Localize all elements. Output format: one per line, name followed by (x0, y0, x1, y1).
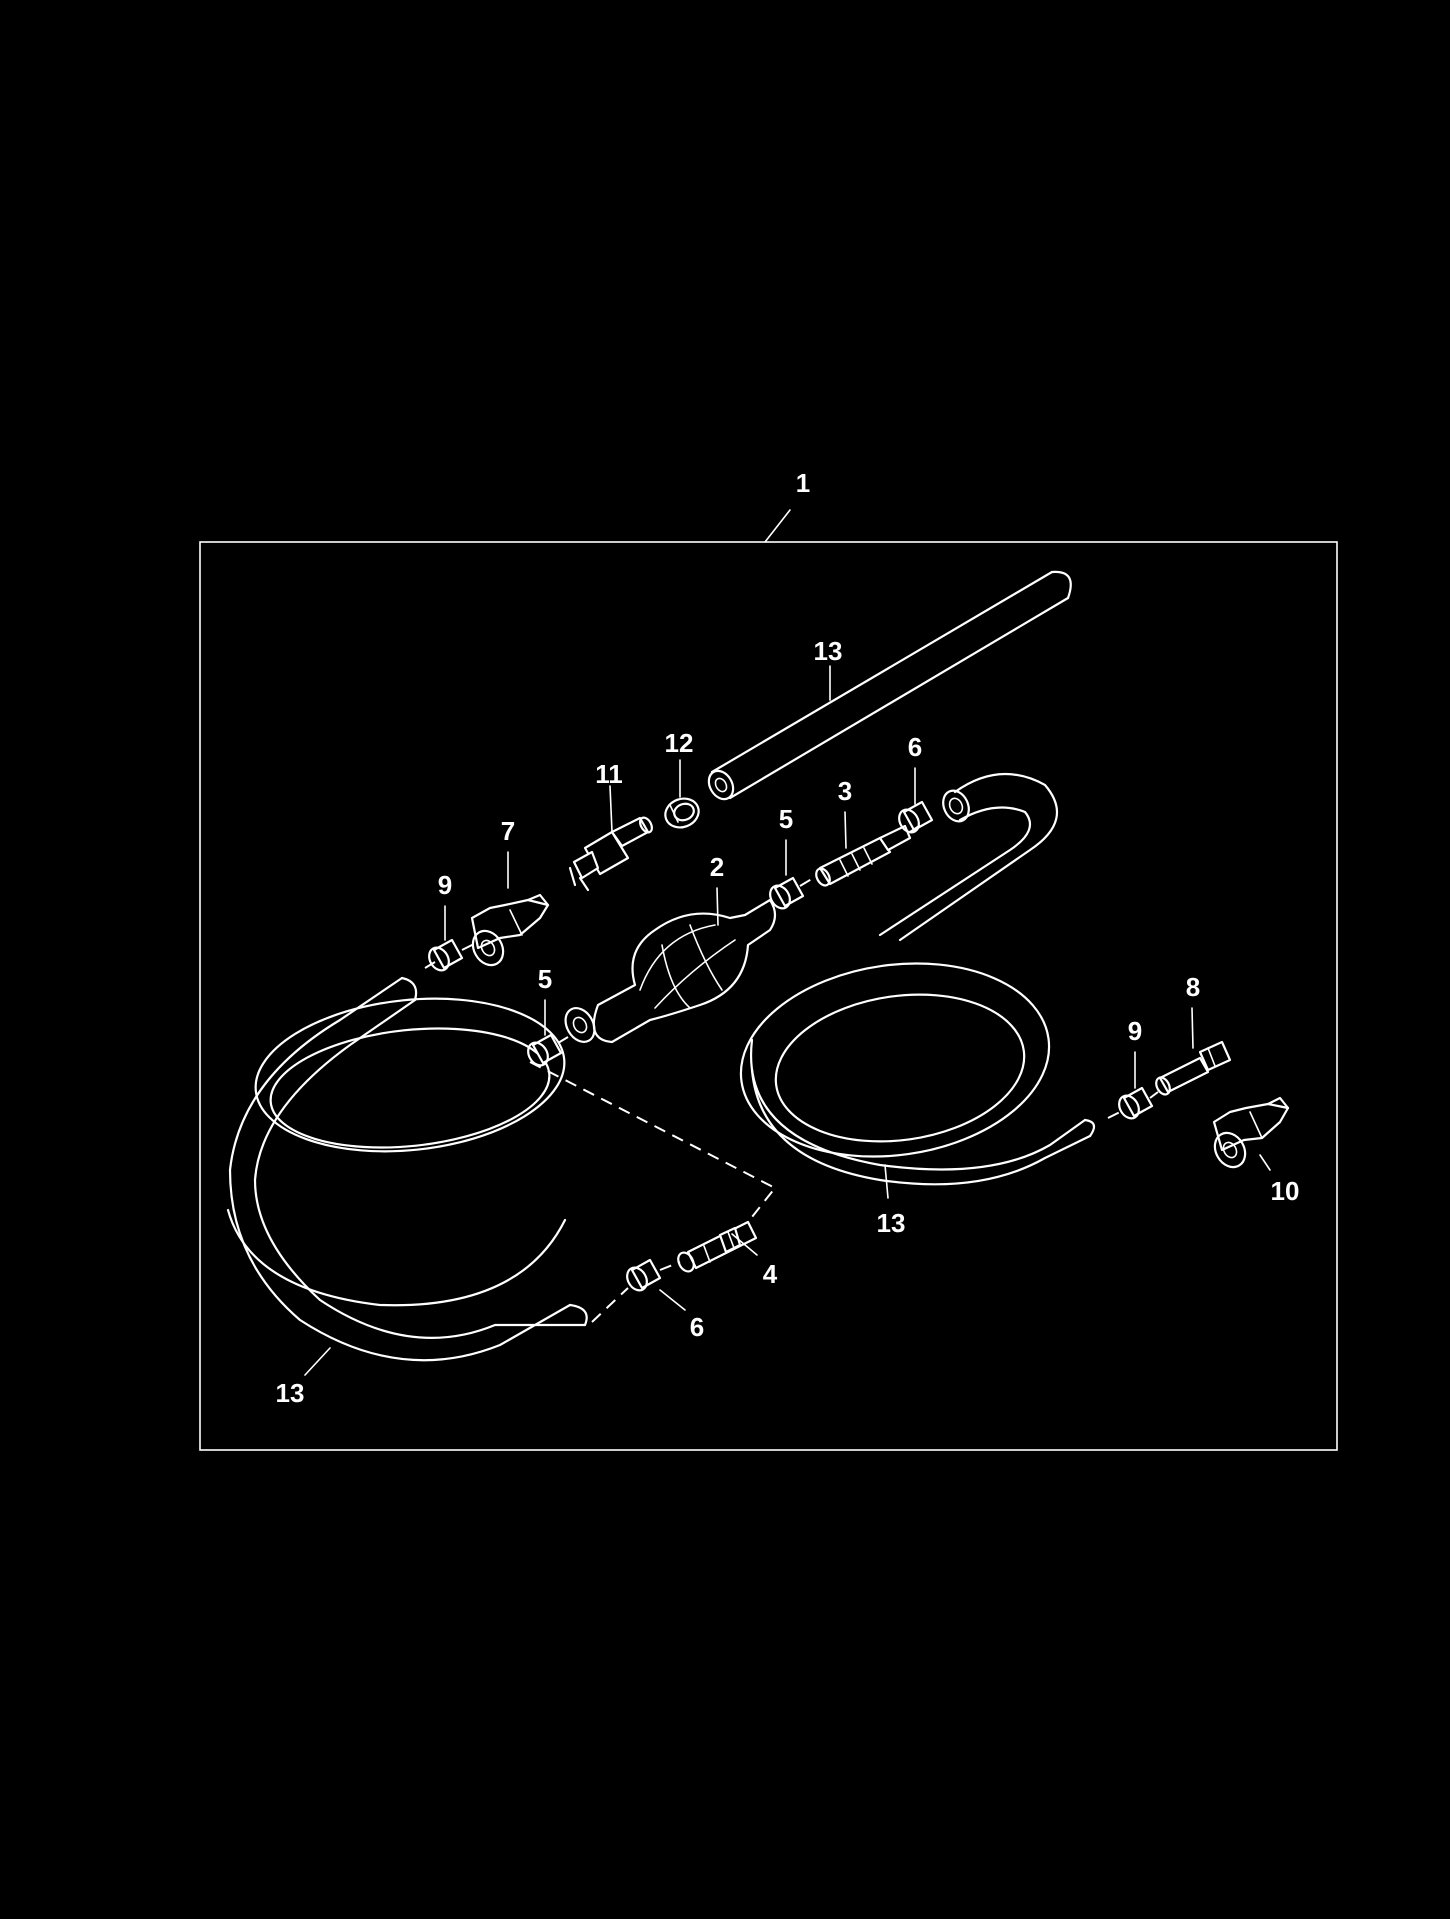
callout-13-left: 13 (276, 1378, 305, 1408)
leader-1 (764, 509, 791, 543)
hose-coil-left (226, 976, 588, 1362)
callout-13-right: 13 (877, 1208, 906, 1238)
leader-4 (731, 1233, 758, 1256)
clamp-6-lower (626, 1258, 662, 1292)
fitting-4 (677, 1220, 758, 1273)
callout-3: 3 (838, 776, 852, 806)
callout-9-right: 9 (1128, 1016, 1142, 1046)
callout-13-top: 13 (814, 636, 843, 666)
callout-4: 4 (763, 1259, 778, 1289)
leader-8 (1191, 1007, 1194, 1049)
callout-1: 1 (796, 468, 810, 498)
clamp-5-lower (527, 1033, 563, 1067)
clamp-5-upper (769, 876, 805, 910)
clamp-6-upper (898, 800, 934, 834)
callout-5-lower: 5 (538, 964, 552, 994)
callout-10: 10 (1271, 1176, 1300, 1206)
hose-clamp-12 (664, 797, 700, 829)
leader-3 (844, 811, 847, 849)
connector-10 (1212, 1096, 1290, 1169)
connector-7 (470, 893, 550, 967)
callout-6-upper: 6 (908, 732, 922, 762)
callout-12: 12 (665, 728, 694, 758)
callout-9-left: 9 (438, 870, 452, 900)
leader-6-lower (659, 1289, 686, 1311)
connector-11 (568, 816, 653, 892)
callout-8: 8 (1186, 972, 1200, 1002)
fitting-3 (815, 824, 912, 887)
callout-7: 7 (501, 816, 515, 846)
callout-2: 2 (710, 852, 724, 882)
clamp-9-right (1118, 1086, 1154, 1120)
hose-straight (707, 570, 1072, 801)
callout-11: 11 (595, 759, 623, 789)
clamp-9-left (428, 938, 464, 972)
leader-2 (716, 887, 719, 926)
assembly-lines (424, 821, 1159, 1323)
fitting-8 (1155, 1040, 1232, 1096)
callout-6-lower: 6 (690, 1312, 704, 1342)
primer-bulb (564, 898, 777, 1044)
leader-10 (1259, 1154, 1271, 1171)
leader-11 (609, 785, 613, 833)
leader-13-left (304, 1347, 331, 1376)
kit-frame (199, 541, 1338, 1451)
callout-5-upper: 5 (779, 804, 793, 834)
leader-13-right (884, 1164, 889, 1199)
hose-coil-right (739, 772, 1096, 1186)
